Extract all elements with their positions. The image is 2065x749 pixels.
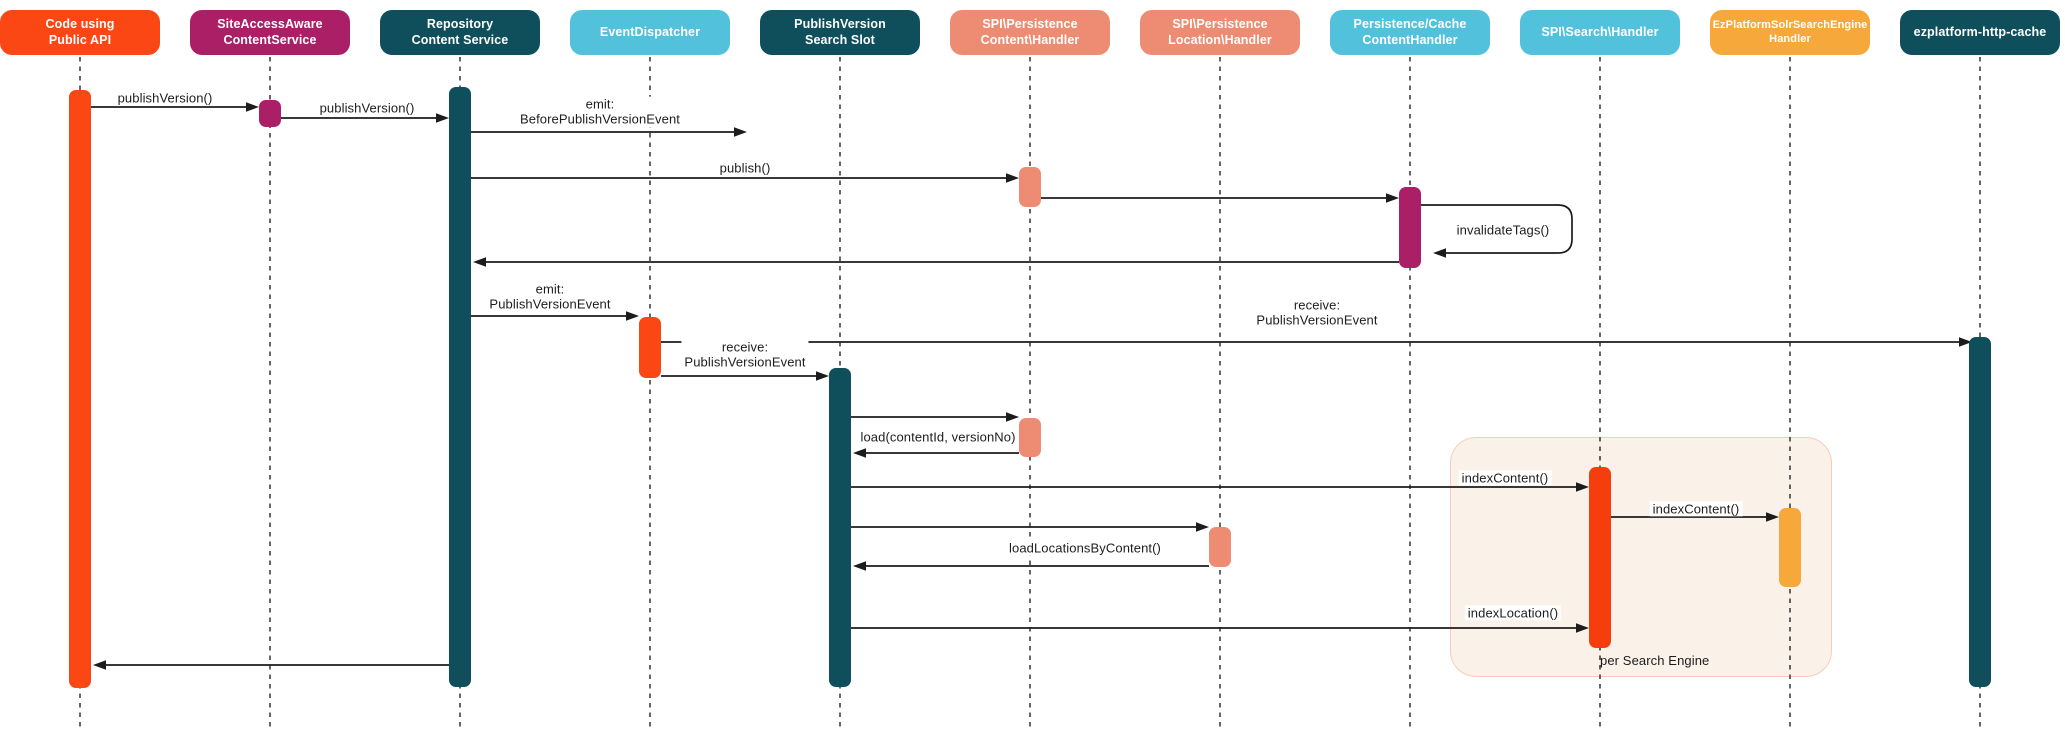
participant-label: Repository Content Service [411,17,509,47]
activation-bar-spi-content-handler-1 [1019,167,1041,207]
message-label-loadlocationsbycontent: loadLocationsByContent() [1006,540,1164,556]
message-label-publishversion-2: publishVersion() [316,100,418,116]
activation-bar-spi-search-handler [1589,467,1611,648]
participant-spi-persistence-content-handler: SPI\Persistence Content\Handler [950,10,1110,55]
message-arrow-loadlocations-return [853,561,1209,571]
message-label-emit-beforepublishversionevent: emit: BeforePublishVersionEvent [516,96,684,128]
message-arrow-publishversion-2 [281,113,449,123]
message-label-indexlocation: indexLocation() [1464,605,1562,621]
activation-bar-spi-location-handler [1209,527,1231,567]
message-arrow-loadlocationsbycontent [851,522,1209,532]
message-arrow-indexcontent-1 [851,482,1589,492]
message-label-publish: publish() [716,160,774,176]
participant-label: EventDispatcher [599,24,701,39]
message-label-publishversion-1: publishVersion() [114,90,216,106]
message-arrow-content-to-cachehandler [1041,193,1399,203]
activation-bar-eventdispatcher [639,317,661,378]
participant-publishversion-search-slot: PublishVersion Search Slot [760,10,920,55]
participant-label: Persistence/Cache ContentHandler [1353,17,1467,47]
message-arrow-indexlocation [851,623,1589,633]
lifelines [79,57,1981,730]
participant-spi-search-handler: SPI\Search\Handler [1520,10,1680,55]
message-arrow-indexcontent-2 [1611,512,1779,522]
message-arrow-receive-httpcache [661,337,1972,347]
participant-label: ezplatform-http-cache [1913,24,2047,39]
message-arrow-receive-searchslot [661,371,829,381]
participant-repository-content-service: Repository Content Service [380,10,540,55]
message-label-emit-publishversionevent: emit: PublishVersionEvent [486,281,614,313]
participant-label: SiteAccessAware ContentService [217,17,323,47]
participant-ezplatformsolrsearchengine-handler: EzPlatformSolrSearchEngine Handler [1710,10,1870,55]
participant-label: EzPlatformSolrSearchEngine Handler [1712,19,1868,45]
activation-bar-code-using-public-api [69,90,91,688]
participant-label: Code using Public API [45,17,115,47]
activation-bar-ezplatform-http-cache [1969,337,1991,687]
participant-code-using-public-api: Code using Public API [0,10,160,55]
activation-bar-spi-content-handler-2 [1019,418,1041,457]
message-arrow-load-content [851,412,1019,422]
activation-bar-publishversion-search-slot [829,368,851,687]
participant-label: SPI\Search\Handler [1541,24,1659,39]
activation-bar-siteaccessaware [259,100,281,127]
participant-ezplatform-http-cache: ezplatform-http-cache [1900,10,2060,55]
message-label-invalidatetags: invalidateTags() [1453,222,1553,238]
activation-bar-solr-handler [1779,508,1801,587]
participant-label: SPI\Persistence Content\Handler [980,17,1080,47]
activation-bar-repository [449,87,471,687]
message-arrow-publish [471,173,1019,183]
participant-siteaccessaware-contentservice: SiteAccessAware ContentService [190,10,350,55]
participant-persistence-cache-contenthandler: Persistence/Cache ContentHandler [1330,10,1490,55]
per-search-engine-group-label: per Search Engine [1600,653,1710,668]
message-label-indexcontent-1: indexContent() [1458,470,1552,486]
message-label-receive-searchslot: receive: PublishVersionEvent [681,339,809,371]
activation-bar-persistence-cache [1399,187,1421,268]
message-arrow-emit-publishversionevent [471,311,639,321]
message-arrow-load-content-return [853,448,1019,458]
participant-label: PublishVersion Search Slot [794,17,886,47]
participant-spi-persistence-location-handler: SPI\Persistence Location\Handler [1140,10,1300,55]
participant-eventdispatcher: EventDispatcher [570,10,730,55]
message-label-receive-httpcache: receive: PublishVersionEvent [1253,297,1381,329]
message-label-indexcontent-2: indexContent() [1649,501,1743,517]
message-arrow-return-to-repository [473,257,1399,267]
message-arrow-emit-beforepublishversionevent [471,127,747,137]
message-arrow-invalidatetags-selfloop [1421,204,1573,258]
participant-label: SPI\Persistence Location\Handler [1168,17,1272,47]
message-label-load-content: load(contentId, versionNo) [857,429,1019,445]
message-arrow-publishversion-1 [91,102,259,112]
message-arrow-final-return [93,660,449,670]
